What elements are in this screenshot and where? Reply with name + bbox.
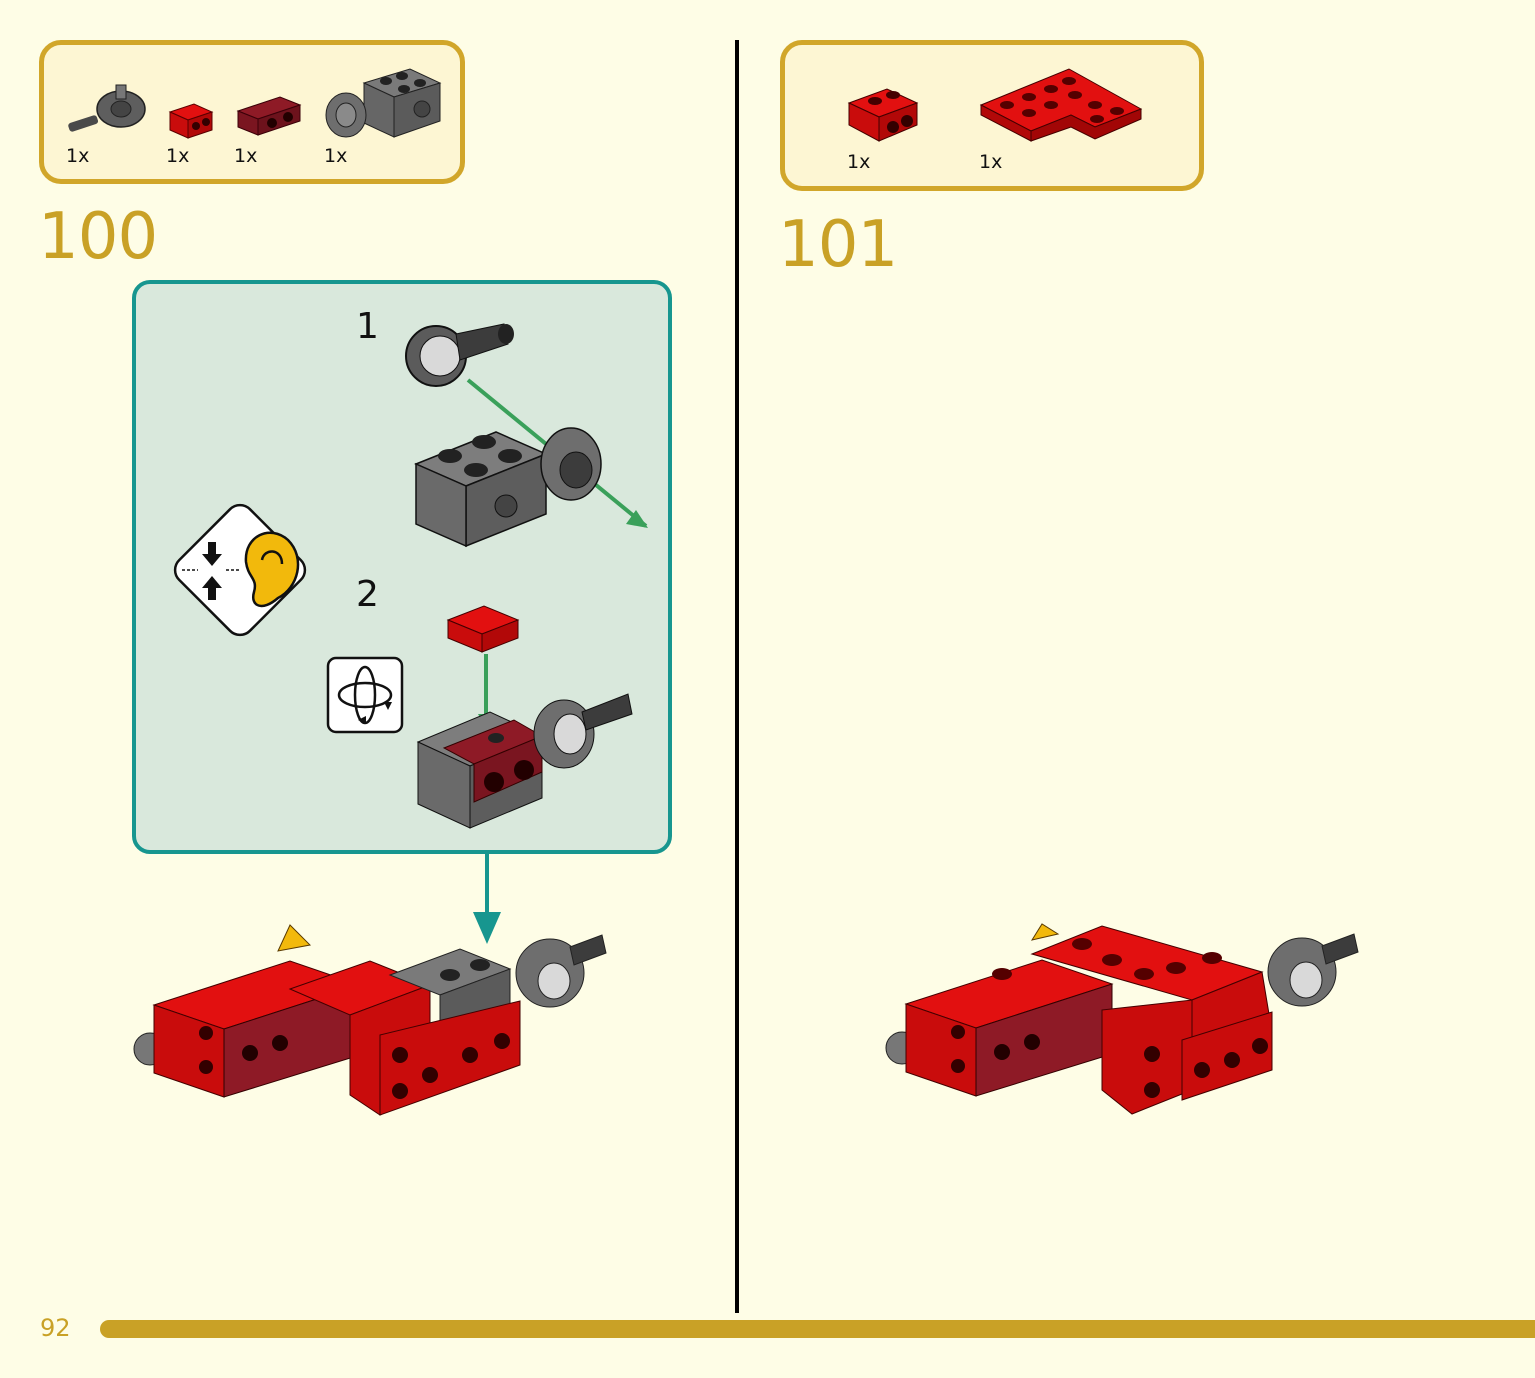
substep-2-illustration	[416, 605, 633, 829]
page-number: 92	[40, 1314, 71, 1342]
part-qty: 1x	[166, 145, 190, 167]
part-qty: 1x	[66, 145, 90, 167]
page-divider	[735, 40, 739, 1313]
red-bracket-plate-icon	[847, 88, 919, 142]
model-assembly-step-101	[885, 923, 1359, 1115]
dark-red-bracket-plate-icon	[236, 96, 302, 136]
substep-number: 2	[356, 574, 379, 615]
rotate-model-icon[interactable]	[326, 656, 406, 736]
step-number: 100	[38, 200, 158, 274]
step-number: 101	[778, 208, 898, 282]
substep-panel: 1 2	[132, 280, 672, 854]
substep-1-illustration	[405, 323, 648, 548]
part-qty: 1x	[979, 151, 1003, 173]
click-sound-ear-icon	[173, 503, 307, 637]
attach-arrow	[473, 854, 501, 944]
parts-list-step-100: 1x 1x 1x 1x	[39, 40, 465, 184]
page-progress-bar	[100, 1320, 1535, 1338]
red-corner-plate-icon	[979, 68, 1143, 142]
part-qty: 1x	[324, 145, 348, 167]
part-qty: 1x	[234, 145, 258, 167]
parts-list-step-101: 1x 1x	[780, 40, 1204, 191]
part-qty: 1x	[847, 151, 871, 173]
grey-rotation-joint-piece-icon	[68, 84, 146, 132]
substep-number: 1	[356, 306, 379, 347]
model-assembly-step-100	[133, 924, 607, 1116]
red-bracket-plate-icon	[168, 103, 214, 139]
grey-brick-with-socket-icon	[325, 68, 442, 138]
